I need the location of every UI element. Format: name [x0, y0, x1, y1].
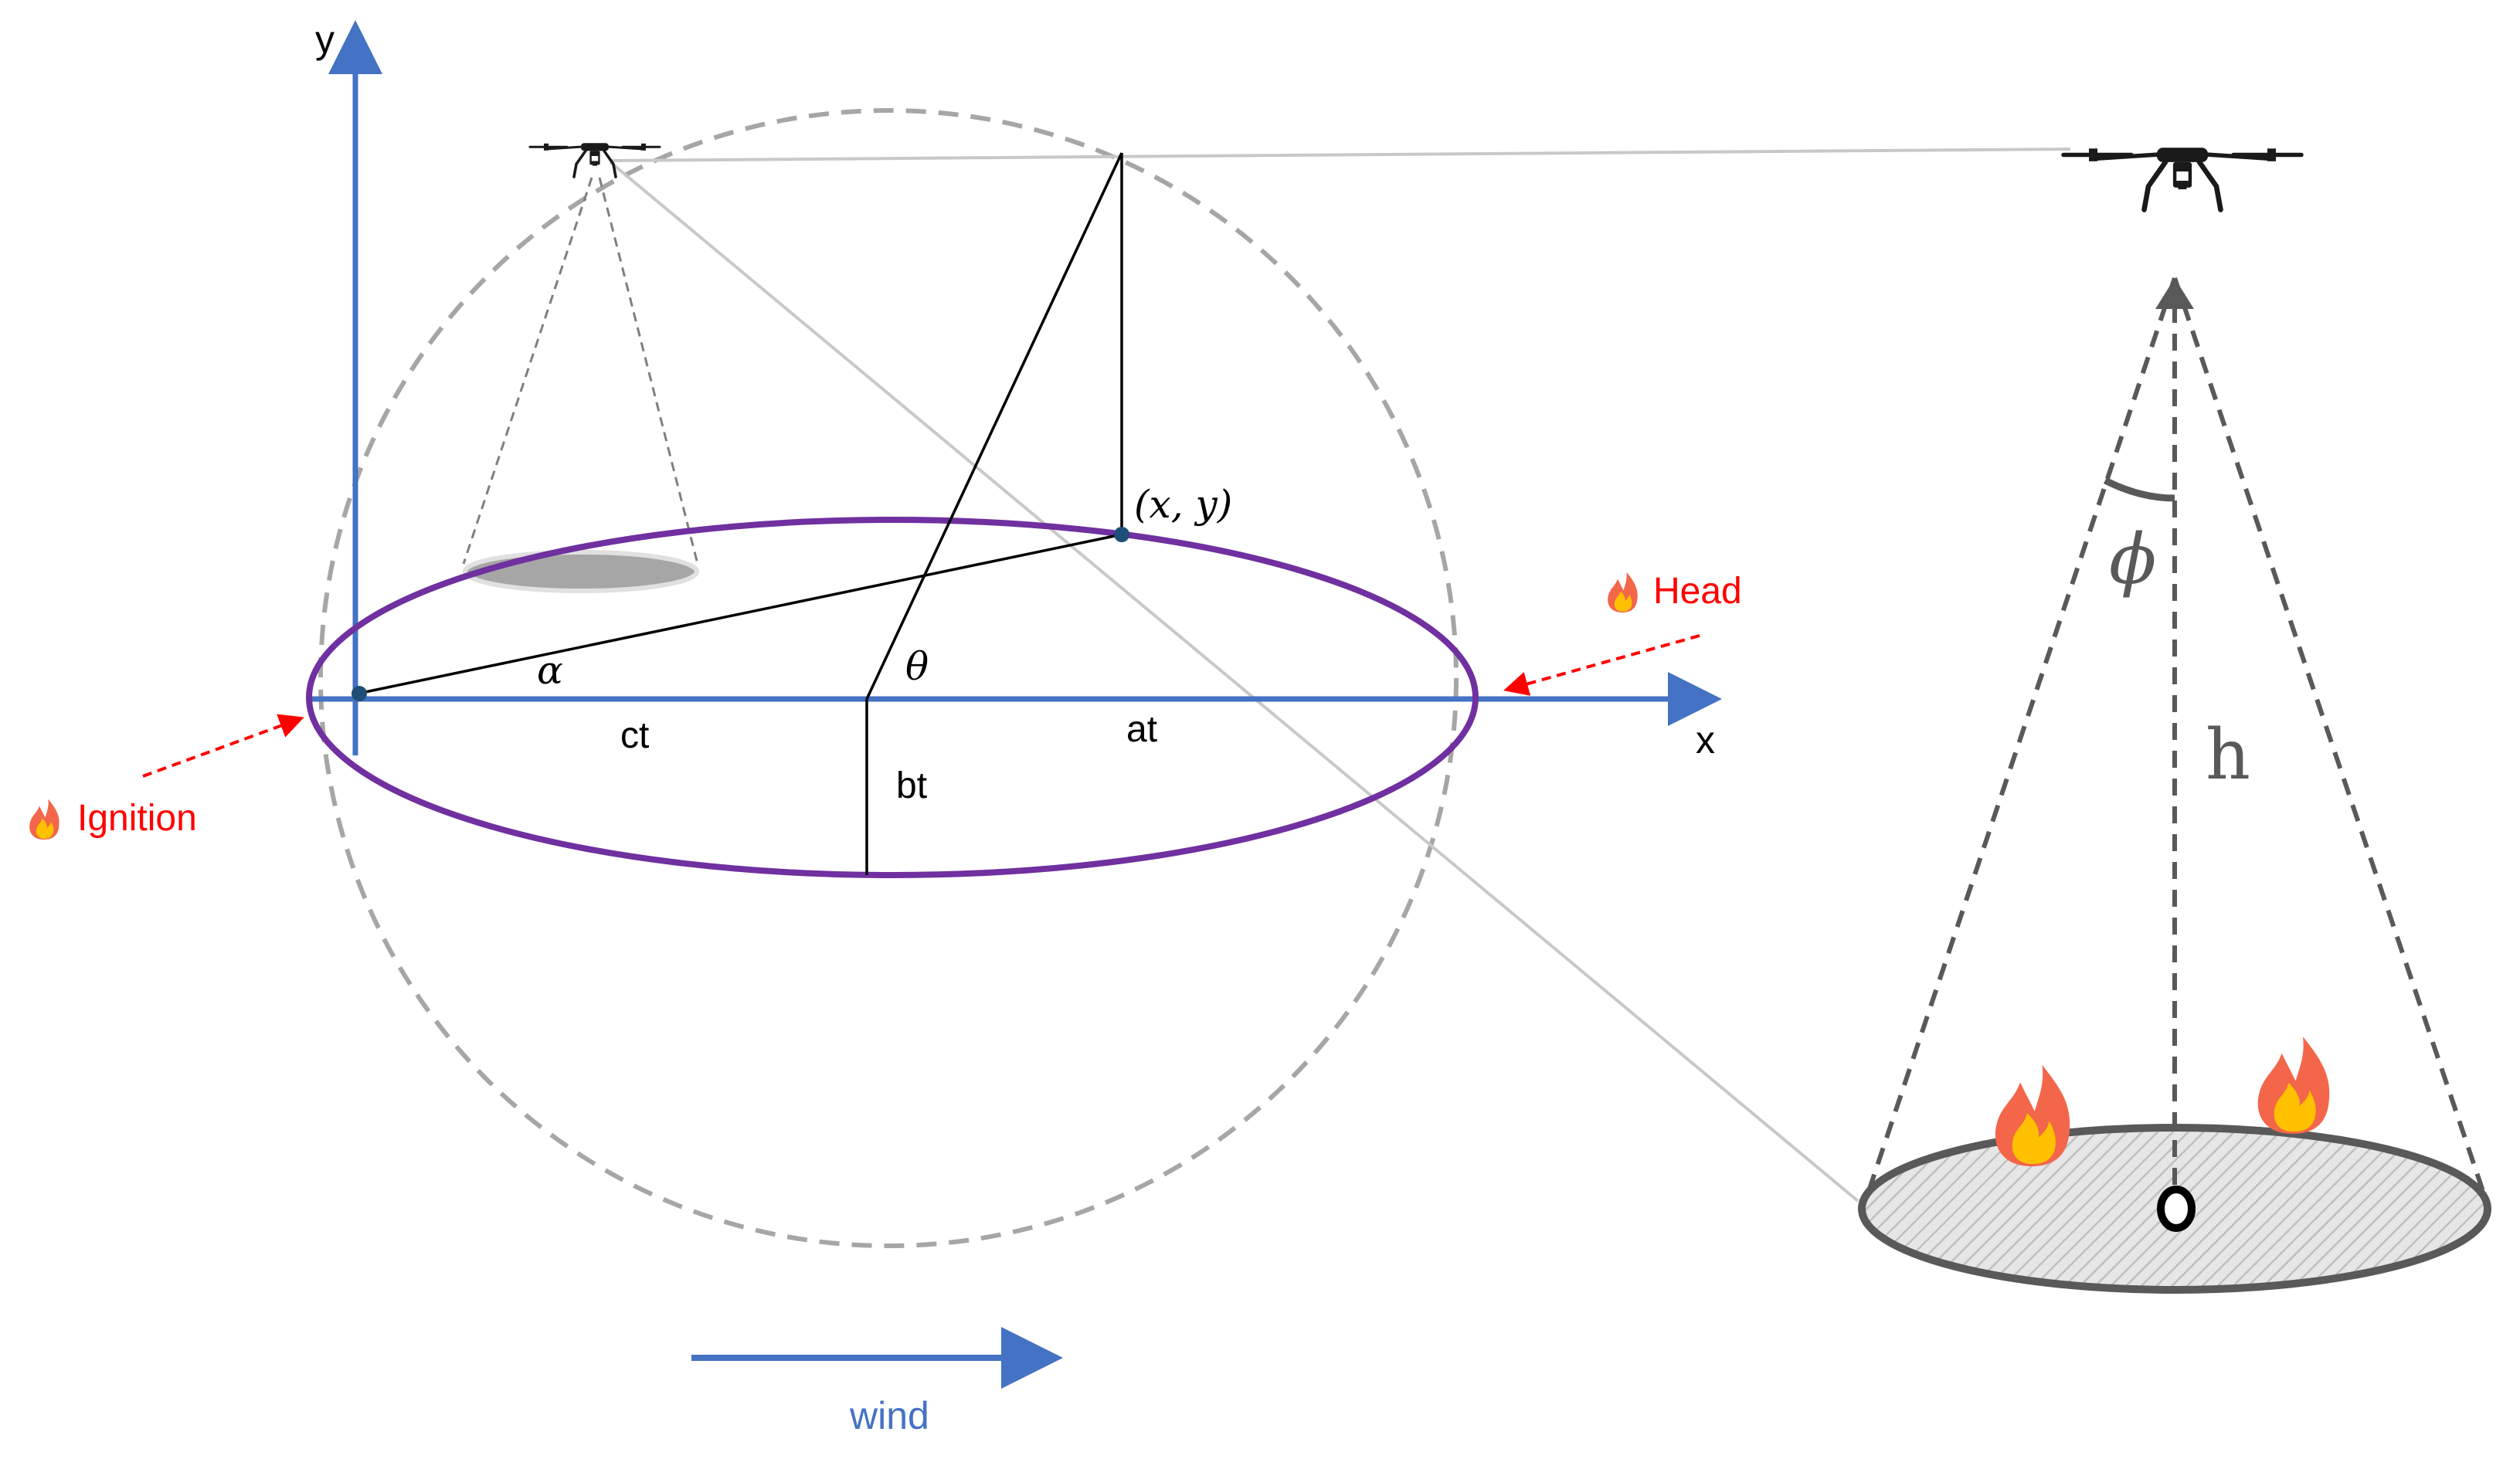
head-arrow [1503, 634, 1700, 696]
fire-icon [2257, 1037, 2330, 1134]
phi-arc [2103, 477, 2175, 502]
theta-line [865, 152, 1123, 700]
fire-perimeter-ellipse [306, 517, 1479, 878]
fire-icon [1608, 572, 1638, 612]
phi-label: ϕ [2109, 519, 2156, 600]
dashed-circle [318, 108, 1459, 1248]
fire-icon [29, 799, 59, 840]
ignition-point [352, 686, 367, 701]
ignition-label: Ignition [77, 798, 197, 839]
wind-label: wind [849, 1394, 929, 1437]
connector-line-bottom [609, 161, 1859, 1203]
ignition-arrow [142, 714, 304, 778]
footprint-center [2157, 1186, 2196, 1232]
alpha-line [357, 533, 1122, 695]
h-label: h [2206, 714, 2250, 796]
small-footprint [463, 550, 699, 593]
drone-icon [2061, 148, 2304, 209]
head-label: Head [1653, 571, 1742, 612]
perimeter-point [1114, 527, 1129, 542]
theta-label: θ [905, 644, 929, 689]
at-label: at [1126, 709, 1157, 750]
cone-right-edge [2172, 277, 2486, 1194]
point-label: (𝑥, 𝑦) [1134, 482, 1232, 527]
ct-label: ct [620, 715, 649, 756]
y-axis-label: y [315, 18, 335, 61]
small-cone-left [462, 177, 593, 565]
bt-label: bt [896, 765, 927, 806]
connector-line-top [610, 148, 2071, 162]
x-axis-label: x [1696, 718, 1715, 762]
alpha-label: α [537, 648, 563, 693]
fire-icon [1995, 1064, 2070, 1166]
small-cone-right [598, 177, 699, 565]
cone-left-edge [1866, 277, 2177, 1194]
